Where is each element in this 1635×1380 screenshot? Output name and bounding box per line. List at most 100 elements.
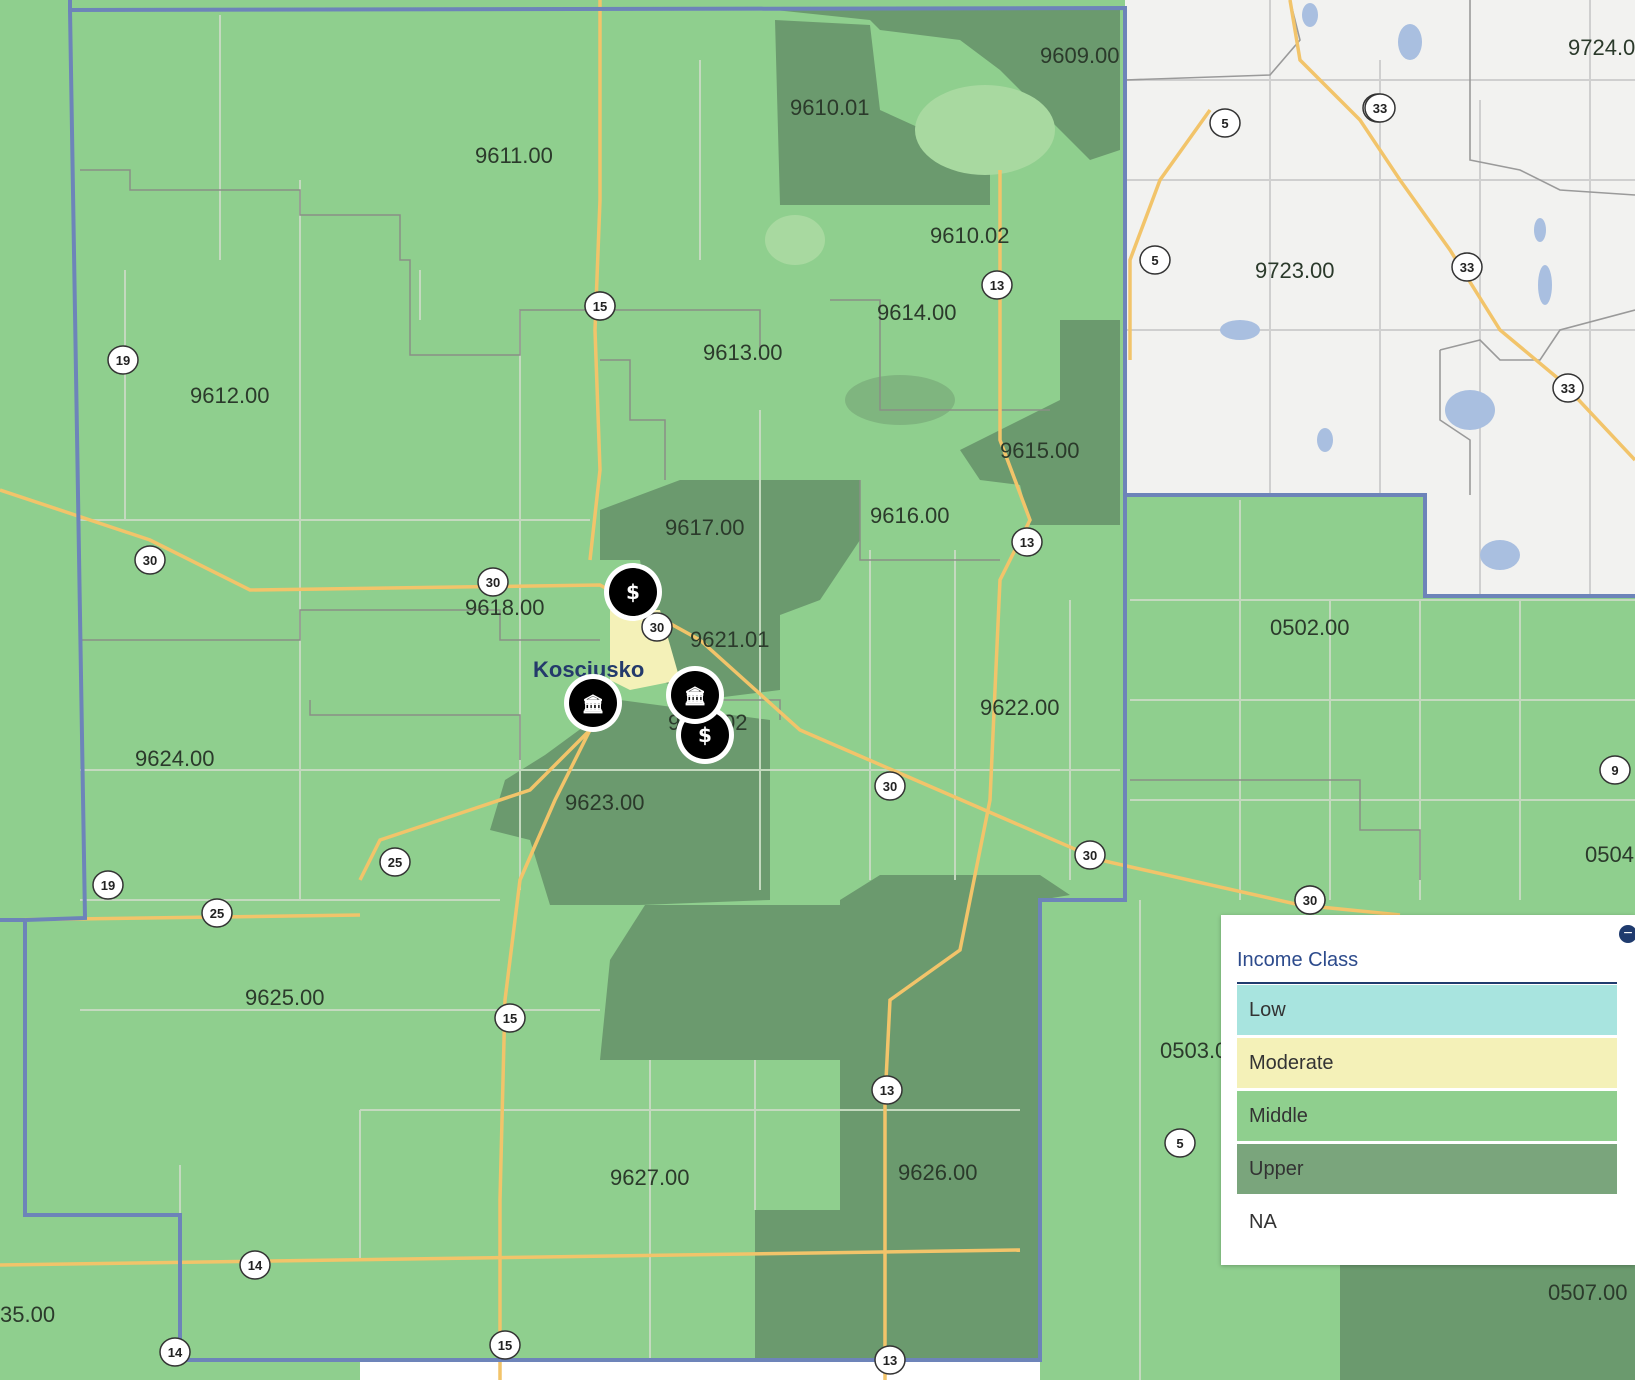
svg-text:30: 30 xyxy=(143,553,157,568)
tract-label-0504: 0504 xyxy=(1585,842,1634,867)
legend-item-upper: Upper xyxy=(1237,1144,1617,1194)
route-shield-5: 5 xyxy=(1209,108,1241,138)
route-shield-19: 19 xyxy=(107,345,139,375)
svg-text:25: 25 xyxy=(210,906,224,921)
svg-text:30: 30 xyxy=(1083,848,1097,863)
route-shield-33: 33 xyxy=(1451,252,1483,282)
tract-boundaries xyxy=(80,169,1421,880)
route-shield-33: 33 xyxy=(1552,373,1584,403)
tract-label-9626-00: 9626.00 xyxy=(898,1160,978,1185)
building-icon[interactable]: 🏛 xyxy=(666,666,724,724)
svg-text:🏛: 🏛 xyxy=(582,694,605,715)
svg-text:13: 13 xyxy=(880,1083,894,1098)
route-shields: 3333333355513131313151515151919252530303… xyxy=(92,93,1631,1375)
route-shield-15: 15 xyxy=(489,1330,521,1360)
tract-label-9617-00: 9617.00 xyxy=(665,515,745,540)
route-shield-15: 15 xyxy=(494,1003,526,1033)
svg-text:$: $ xyxy=(626,580,640,604)
legend-divider xyxy=(1237,982,1617,984)
tract-label-9627-00: 9627.00 xyxy=(610,1165,690,1190)
tract-label-9610-02: 9610.02 xyxy=(930,223,1010,248)
svg-text:5: 5 xyxy=(1221,116,1228,131)
svg-text:30: 30 xyxy=(1303,893,1317,908)
svg-text:33: 33 xyxy=(1460,260,1474,275)
tract-shape-upper-south[interactable] xyxy=(600,905,840,1060)
income-legend-panel: − Income Class Low Moderate Middle Upper… xyxy=(1221,915,1635,1265)
svg-text:15: 15 xyxy=(593,299,607,314)
route-shield-30: 30 xyxy=(134,545,166,575)
svg-text:14: 14 xyxy=(168,1345,183,1360)
tract-label-9624-00: 9624.00 xyxy=(135,746,215,771)
tract-label-9611-00: 9611.00 xyxy=(475,143,553,168)
svg-text:19: 19 xyxy=(101,878,115,893)
tract-shape-0507[interactable] xyxy=(1340,1265,1635,1380)
svg-text:25: 25 xyxy=(388,855,402,870)
tract-label-9616-00: 9616.00 xyxy=(870,503,950,528)
route-shield-14: 14 xyxy=(239,1250,271,1280)
map-markers[interactable]: $ $ 🏛 🏛 xyxy=(564,563,734,764)
svg-text:30: 30 xyxy=(883,779,897,794)
svg-text:30: 30 xyxy=(650,620,664,635)
tract-label-9723-00: 9723.00 xyxy=(1255,258,1335,283)
tract-label-9724-0: 9724.0 xyxy=(1568,35,1635,60)
legend-item-low: Low xyxy=(1237,985,1617,1035)
tract-label-9609-00: 9609.00 xyxy=(1040,43,1120,68)
legend-title: Income Class xyxy=(1237,949,1359,971)
route-shield-25: 25 xyxy=(379,847,411,877)
svg-text:14: 14 xyxy=(248,1258,263,1273)
route-shield-30: 30 xyxy=(641,612,673,642)
tract-area-south-strip xyxy=(360,1360,1040,1380)
tract-shape-9609[interactable] xyxy=(775,10,1120,160)
tract-shape-9626[interactable] xyxy=(755,875,1070,1360)
minor-roads xyxy=(80,15,1635,1380)
tract-label-9614-00: 9614.00 xyxy=(877,300,957,325)
svg-text:19: 19 xyxy=(116,353,130,368)
svg-text:33: 33 xyxy=(1373,101,1387,116)
park-area xyxy=(915,85,1055,175)
route-shield-30: 30 xyxy=(1294,885,1326,915)
route-shield-33: 33 xyxy=(1364,93,1396,123)
tract-label-0502-00: 0502.00 xyxy=(1270,615,1350,640)
park-area xyxy=(765,215,825,265)
tract-label-9622-00: 9622.00 xyxy=(980,695,1060,720)
svg-text:$: $ xyxy=(698,723,712,747)
tract-label-9621-01: 9621.01 xyxy=(690,627,770,652)
minus-circle-icon[interactable]: − xyxy=(1619,925,1635,943)
route-shield-13: 13 xyxy=(874,1345,906,1375)
tract-shape-9615[interactable] xyxy=(960,320,1120,525)
svg-text:🏛: 🏛 xyxy=(684,686,707,707)
tract-label-9612-00: 9612.00 xyxy=(190,383,270,408)
tract-label-9610-01: 9610.01 xyxy=(790,95,870,120)
route-shield-19: 19 xyxy=(92,870,124,900)
svg-text:33: 33 xyxy=(1561,381,1575,396)
route-shield-5: 5 xyxy=(1164,1128,1196,1158)
route-shield-5: 5 xyxy=(1139,245,1171,275)
route-shield-13: 13 xyxy=(981,270,1013,300)
svg-text:13: 13 xyxy=(1020,535,1034,550)
tract-label-0503-0: 0503.0 xyxy=(1160,1038,1227,1063)
svg-text:30: 30 xyxy=(486,575,500,590)
route-shield-15: 15 xyxy=(584,291,616,321)
legend-item-moderate: Moderate xyxy=(1237,1038,1617,1088)
legend-item-na: NA xyxy=(1237,1197,1617,1247)
route-shield-9: 9 xyxy=(1599,755,1631,785)
tract-label-9615-00: 9615.00 xyxy=(1000,438,1080,463)
building-icon[interactable]: 🏛 xyxy=(564,674,622,732)
svg-text:5: 5 xyxy=(1151,253,1158,268)
route-shield-14: 14 xyxy=(159,1337,191,1367)
route-shield-13: 13 xyxy=(871,1075,903,1105)
dollar-icon[interactable]: $ xyxy=(604,563,662,621)
svg-text:15: 15 xyxy=(503,1011,517,1026)
lakes xyxy=(1220,3,1552,570)
tract-label-9618-00: 9618.00 xyxy=(465,595,545,620)
tract-label-9625-00: 9625.00 xyxy=(245,985,325,1010)
svg-text:13: 13 xyxy=(883,1353,897,1368)
route-shield-13: 13 xyxy=(1011,527,1043,557)
park-area xyxy=(845,375,955,425)
route-shield-30: 30 xyxy=(874,771,906,801)
svg-text:13: 13 xyxy=(990,278,1004,293)
route-shield-25: 25 xyxy=(201,898,233,928)
